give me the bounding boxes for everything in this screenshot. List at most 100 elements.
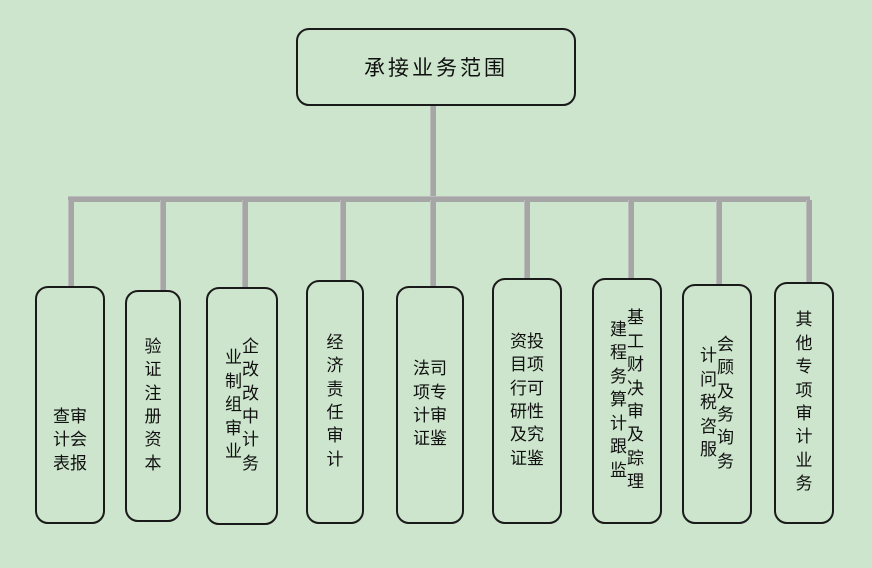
glyph: 本	[144, 453, 162, 474]
glyph: 及	[510, 425, 527, 446]
glyph: 计	[795, 427, 813, 448]
glyph: 研	[510, 402, 527, 422]
leaf-node-7-column-1: 建程务算计跟监	[610, 319, 627, 483]
leaf-node-3-column-1: 业制组审业	[225, 347, 242, 464]
glyph: 组	[225, 395, 242, 416]
glyph: 计	[242, 430, 259, 451]
leaf-node-9[interactable]: 其他专项审计业务	[774, 282, 834, 524]
glyph: 济	[326, 356, 344, 377]
leaf-node-5[interactable]: 司专审鉴 法项计证	[396, 286, 464, 524]
glyph: 及	[717, 381, 734, 402]
glyph: 程	[610, 343, 627, 364]
glyph: 计	[610, 413, 627, 434]
glyph: 决	[627, 378, 644, 399]
leaf-node-1-column-1: 查计表	[53, 406, 70, 476]
leaf-node-4[interactable]: 经济责任审计	[306, 280, 364, 524]
glyph: 其	[795, 310, 813, 331]
leaf-node-8-column-0: 会顾及务询务	[717, 334, 734, 475]
glyph: 税	[700, 393, 717, 414]
glyph: 证	[510, 448, 527, 469]
connector-drop-5	[430, 200, 436, 288]
glyph: 顾	[717, 358, 734, 379]
connector-drop-8	[716, 200, 722, 286]
glyph: 务	[610, 366, 627, 387]
glyph: 会	[717, 334, 734, 355]
glyph: 审	[430, 406, 447, 426]
leaf-node-6[interactable]: 投项可性究鉴 资目行研及证	[492, 278, 562, 524]
glyph: 务	[717, 405, 734, 425]
leaf-node-6-column-1: 资目行研及证	[510, 331, 527, 472]
glyph: 责	[326, 379, 344, 400]
connector-drop-3	[242, 200, 248, 289]
glyph: 业	[795, 450, 813, 471]
glyph: 报	[70, 453, 87, 474]
glyph: 任	[326, 403, 344, 423]
glyph: 审	[326, 426, 344, 447]
glyph: 鉴	[430, 429, 447, 450]
glyph: 审	[225, 418, 242, 439]
connector-drop-7	[628, 200, 634, 280]
leaf-node-8[interactable]: 会顾及务询务 计问税咨服	[682, 284, 752, 524]
glyph: 算	[610, 390, 627, 411]
leaf-node-5-column-0: 司专审鉴	[430, 358, 447, 452]
glyph: 证	[144, 360, 162, 381]
leaf-node-2-column-0: 验证注册资本	[145, 336, 162, 477]
glyph: 基	[627, 308, 644, 329]
leaf-node-8-column-1: 计问税咨服	[700, 345, 717, 462]
glyph: 务	[717, 451, 734, 472]
glyph: 审	[627, 402, 644, 422]
glyph: 专	[430, 382, 447, 403]
root-node[interactable]: 承接业务范围	[296, 28, 576, 106]
leaf-node-9-column-0: 其他专项审计业务	[796, 309, 813, 497]
root-node-label: 承接业务范围	[364, 56, 508, 80]
connector-drop-4	[340, 200, 346, 282]
glyph: 理	[627, 472, 644, 493]
connector-drop-6	[524, 200, 530, 280]
leaf-node-3[interactable]: 企改改中计务 业制组审业	[206, 287, 278, 525]
glyph: 经	[326, 332, 344, 353]
leaf-node-4-column-0: 经济责任审计	[327, 332, 344, 473]
leaf-node-1[interactable]: 审会报 查计表	[35, 286, 105, 524]
glyph: 查	[53, 406, 70, 427]
glyph: 计	[53, 430, 70, 451]
glyph: 改	[242, 383, 259, 404]
glyph: 项	[527, 355, 544, 376]
glyph: 证	[413, 429, 430, 450]
glyph: 行	[510, 378, 527, 399]
glyph: 工	[627, 331, 644, 352]
glyph: 踪	[627, 448, 644, 469]
glyph: 业	[225, 442, 242, 463]
glyph: 投	[527, 331, 544, 352]
leaf-node-3-column-0: 企改改中计务	[242, 336, 259, 477]
glyph: 册	[144, 407, 162, 427]
glyph: 制	[225, 371, 242, 392]
glyph: 询	[717, 428, 734, 449]
leaf-node-7[interactable]: 基工财决审及踪理 建程务算计跟监	[592, 278, 662, 524]
glyph: 跟	[610, 437, 627, 458]
glyph: 建	[610, 319, 627, 340]
connector-drop-1	[68, 200, 74, 288]
glyph: 资	[144, 430, 162, 451]
connector-bus	[68, 196, 810, 202]
glyph: 注	[144, 383, 162, 404]
connector-drop-9	[806, 200, 812, 284]
leaf-node-2[interactable]: 验证注册资本	[125, 290, 181, 522]
leaf-node-6-column-0: 投项可性究鉴	[527, 331, 544, 472]
glyph: 监	[610, 460, 627, 481]
glyph: 财	[627, 355, 644, 376]
glyph: 计	[700, 346, 717, 367]
glyph: 改	[242, 360, 259, 381]
glyph: 项	[413, 382, 430, 403]
glyph: 会	[70, 430, 87, 451]
leaf-node-5-column-1: 法项计证	[413, 358, 430, 452]
glyph: 他	[795, 333, 813, 354]
glyph: 企	[242, 336, 259, 357]
glyph: 中	[242, 407, 259, 427]
glyph: 服	[700, 440, 717, 461]
glyph: 务	[795, 474, 813, 495]
glyph: 及	[627, 425, 644, 446]
glyph: 审	[70, 406, 87, 427]
glyph: 项	[795, 380, 813, 401]
glyph: 法	[413, 359, 430, 380]
glyph: 问	[700, 369, 717, 390]
